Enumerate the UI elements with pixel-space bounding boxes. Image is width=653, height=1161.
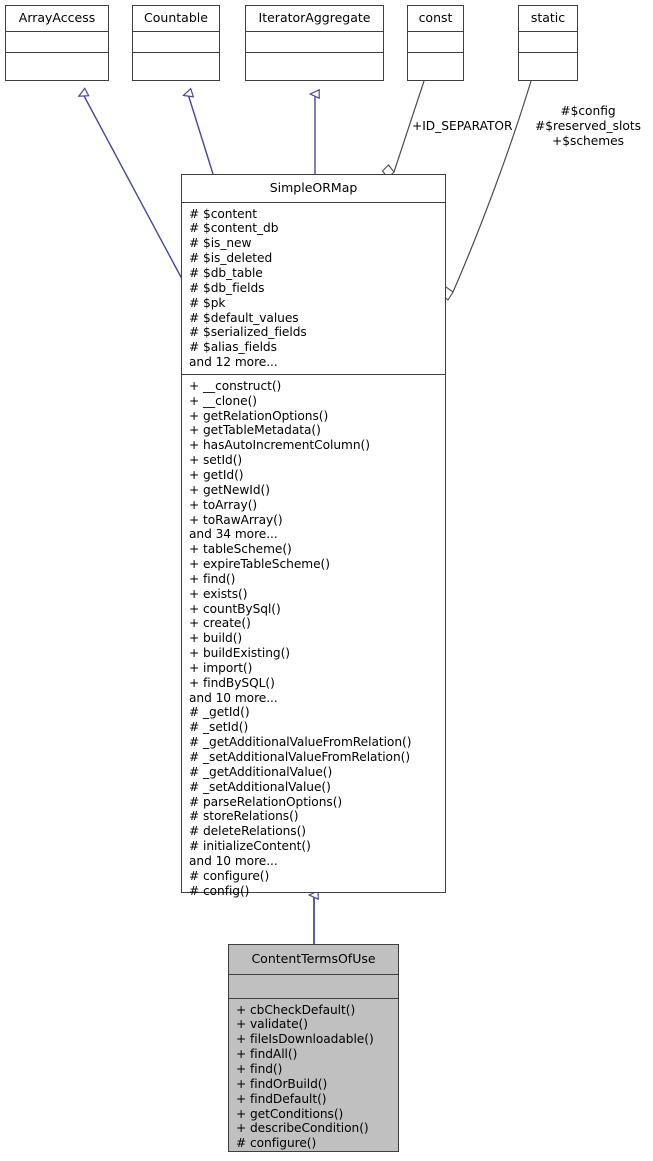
operation-row: + findBySQL()	[189, 675, 275, 690]
operation-row: + import()	[189, 660, 253, 675]
operation-row: + getRelationOptions()	[189, 408, 329, 423]
edge-label-config: #$config	[560, 104, 616, 118]
operation-row: # configure()	[236, 1136, 317, 1151]
attribute-row: # $content_db	[189, 221, 279, 236]
attribute-row: # $pk	[189, 295, 226, 310]
edge-label-reserved-slots: #$reserved_slots	[535, 119, 641, 133]
class-name-static: static	[530, 10, 566, 25]
operation-row: and 10 more...	[189, 690, 278, 705]
attribute-row: # $db_fields	[189, 280, 265, 295]
operation-row: + expireTableScheme()	[189, 557, 330, 572]
operation-row: + exists()	[189, 586, 248, 601]
class-name-arrayaccess: ArrayAccess	[18, 10, 96, 25]
operations-compartment-countable	[133, 51, 219, 73]
operation-row: # _setId()	[189, 720, 249, 735]
attributes-compartment-simpleormap: # $content# $content_db# $is_new# $is_de…	[182, 201, 445, 374]
attribute-row: and 12 more...	[189, 355, 278, 370]
operation-row: # _setAdditionalValue()	[189, 779, 331, 794]
attributes-compartment-arrayaccess	[6, 30, 108, 52]
generalization-countable	[188, 94, 214, 175]
class-box-iteratoraggregate[interactable]: IteratorAggregate	[245, 5, 384, 81]
attribute-row: # $alias_fields	[189, 340, 277, 355]
class-name-contenttermsofuse: ContentTermsOfUse	[251, 951, 376, 966]
operation-row: # _getAdditionalValueFromRelation()	[189, 735, 412, 750]
operation-row: # parseRelationOptions()	[189, 794, 343, 809]
attributes-compartment-contenttermsofuse	[229, 973, 398, 998]
operation-row: and 34 more...	[189, 527, 278, 542]
operation-row: + getId()	[189, 467, 244, 482]
operation-row: + find()	[189, 571, 236, 586]
operation-row: + hasAutoIncrementColumn()	[189, 438, 370, 453]
operation-row: # _getAdditionalValue()	[189, 764, 333, 779]
operation-row: + countBySql()	[189, 601, 281, 616]
class-box-const[interactable]: const	[407, 5, 464, 81]
operations-compartment-contenttermsofuse: + cbCheckDefault()+ validate()+ fileIsDo…	[229, 997, 398, 1154]
operation-row: # _getId()	[189, 705, 250, 720]
attribute-row: # $serialized_fields	[189, 325, 307, 340]
operation-row: + toArray()	[189, 497, 258, 512]
attributes-compartment-const	[408, 30, 463, 52]
operation-row: # config()	[189, 883, 250, 898]
operation-row: + findDefault()	[236, 1091, 327, 1106]
operation-row: + findOrBuild()	[236, 1076, 328, 1091]
edge-label-static-config: #$config #$reserved_slots +$schemes	[528, 104, 648, 149]
operation-row: + getTableMetadata()	[189, 423, 321, 438]
operation-row: + validate()	[236, 1017, 308, 1032]
operations-compartment-arrayaccess	[6, 51, 108, 73]
operations-compartment-const	[408, 51, 463, 73]
operation-row: # deleteRelations()	[189, 824, 307, 839]
operation-row: + __construct()	[189, 378, 282, 393]
operation-row: + setId()	[189, 453, 243, 468]
operations-compartment-static	[519, 51, 577, 73]
operation-row: + find()	[236, 1062, 283, 1076]
attributes-compartment-iteratoraggregate	[246, 30, 383, 52]
attribute-row: # $content	[189, 206, 258, 221]
class-name-const: const	[418, 10, 453, 25]
class-box-countable[interactable]: Countable	[132, 5, 220, 81]
operation-row: # configure()	[189, 868, 270, 883]
operation-row: + buildExisting()	[189, 646, 290, 661]
operation-row: and 10 more...	[189, 853, 278, 868]
operation-row: + describeCondition()	[236, 1121, 369, 1136]
operation-row: # initializeContent()	[189, 839, 311, 854]
operation-row: + getNewId()	[189, 482, 270, 497]
operation-row: + cbCheckDefault()	[236, 1002, 356, 1017]
generalization-arrayaccess	[83, 94, 183, 280]
operation-row: + build()	[189, 631, 243, 646]
operation-row: # storeRelations()	[189, 809, 299, 824]
class-box-arrayaccess[interactable]: ArrayAccess	[5, 5, 109, 81]
class-name-countable: Countable	[144, 10, 208, 25]
class-box-simpleormap[interactable]: SimpleORMap # $content# $content_db# $is…	[181, 174, 446, 898]
attributes-compartment-static	[519, 30, 577, 52]
operation-row: + getConditions()	[236, 1106, 344, 1121]
class-box-static[interactable]: static	[518, 5, 578, 81]
operations-compartment-simpleormap: + __construct()+ __clone()+ getRelationO…	[182, 373, 445, 903]
attribute-row: # $default_values	[189, 310, 299, 325]
attribute-row: # $is_new	[189, 236, 252, 251]
edge-label-id-separator: +ID_SEPARATOR	[412, 119, 513, 133]
attribute-row: # $db_table	[189, 266, 263, 280]
operation-row: + findAll()	[236, 1047, 298, 1062]
class-name-iteratoraggregate: IteratorAggregate	[258, 10, 371, 25]
attributes-compartment-countable	[133, 30, 219, 52]
class-box-contenttermsofuse[interactable]: ContentTermsOfUse + cbCheckDefault()+ va…	[228, 944, 399, 1152]
operation-row: + fileIsDownloadable()	[236, 1032, 374, 1047]
aggregation-static	[440, 80, 532, 301]
attribute-row: # $is_deleted	[189, 251, 273, 266]
operation-row: + toRawArray()	[189, 512, 283, 527]
operation-row: + __clone()	[189, 393, 257, 408]
operation-row: + tableScheme()	[189, 542, 292, 557]
edge-label-schemes: +$schemes	[552, 134, 624, 148]
operation-row: # _setAdditionalValueFromRelation()	[189, 750, 411, 764]
operation-row: + create()	[189, 616, 251, 631]
operations-compartment-iteratoraggregate	[246, 51, 383, 73]
class-name-simpleormap: SimpleORMap	[269, 180, 358, 195]
